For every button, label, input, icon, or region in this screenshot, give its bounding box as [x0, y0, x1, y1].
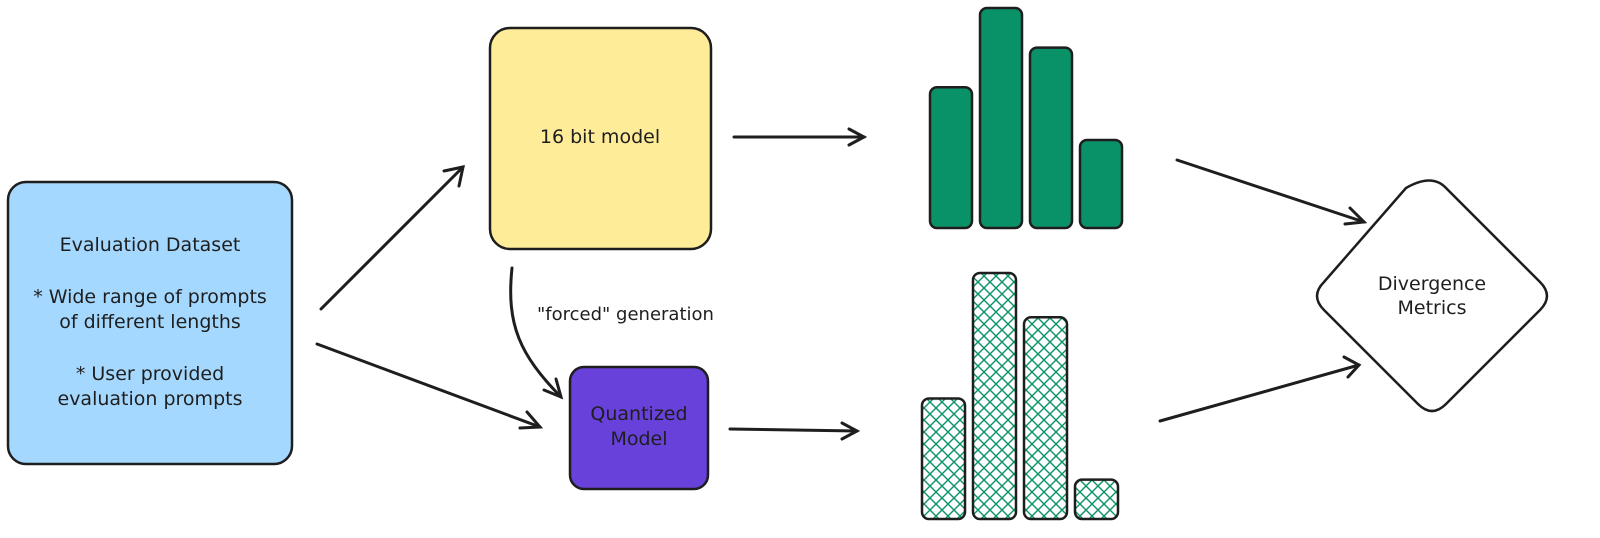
- fp16-bar-3: [1028, 46, 1074, 230]
- evaluation-dataset-box: [6, 180, 294, 466]
- fp16-model-label: 16 bit model: [540, 126, 660, 148]
- arrow-dataset-to-quantized: [315, 342, 544, 430]
- arrow-fp16-to-top-chart: [732, 127, 868, 147]
- quantized-model-label-line2: Model: [610, 428, 667, 450]
- evaluation-dataset-node: Evaluation Dataset * Wide range of promp…: [6, 180, 294, 466]
- arrow-quantized-to-bottom-chart: [728, 421, 861, 441]
- divergence-label-line1: Divergence: [1378, 273, 1486, 295]
- fp16-bar-2: [978, 6, 1024, 230]
- divergence-label-line2: Metrics: [1398, 297, 1467, 319]
- arrow-dataset-to-fp16: [319, 165, 465, 311]
- arrow-fp16-to-quantized: [509, 266, 564, 400]
- fp16-bar-4: [1078, 138, 1124, 230]
- arrow-bottom-chart-to-divergence: [1158, 355, 1362, 423]
- dataset-title: Evaluation Dataset: [60, 234, 241, 256]
- quantized-bar-2: [971, 271, 1018, 521]
- quantized-model-box: [568, 365, 710, 491]
- divergence-metrics-node: Divergence Metrics: [1315, 179, 1549, 413]
- fp16-model-node: 16 bit model: [488, 26, 713, 251]
- dataset-bullet2-line2: evaluation prompts: [58, 388, 243, 410]
- fp16-distribution-chart: [928, 6, 1124, 230]
- fp16-bar-1: [928, 85, 974, 230]
- quantized-bar-3: [1022, 316, 1069, 521]
- quantized-distribution-chart: [920, 271, 1120, 521]
- arrow-top-chart-to-divergence: [1175, 158, 1368, 226]
- divergence-metrics-diamond: [1315, 179, 1549, 413]
- quantized-model-node: Quantized Model: [568, 365, 710, 491]
- quantized-model-label-line1: Quantized: [590, 403, 687, 425]
- quantized-bar-4: [1073, 478, 1120, 521]
- dataset-bullet1-line2: of different lengths: [59, 311, 241, 333]
- dataset-bullet2-line1: * User provided: [76, 363, 224, 385]
- quantized-bar-1: [920, 397, 967, 521]
- dataset-bullet1-line1: * Wide range of prompts: [33, 286, 267, 308]
- forced-generation-label: "forced" generation: [537, 304, 714, 325]
- fp16-model-box: [488, 26, 713, 251]
